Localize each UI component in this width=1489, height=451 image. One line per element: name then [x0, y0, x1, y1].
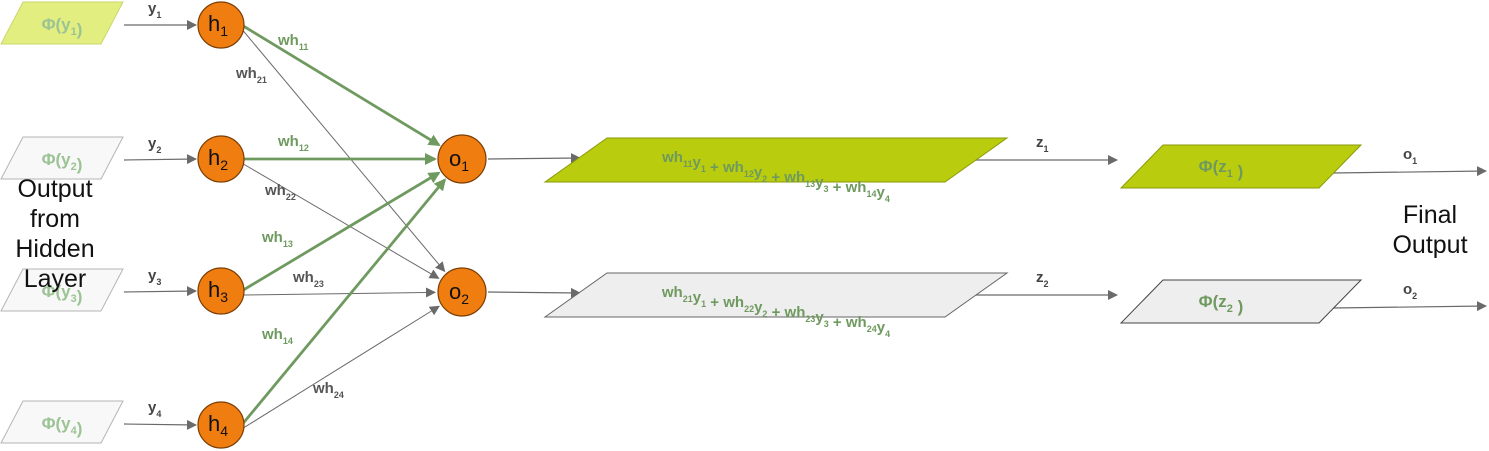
final-output-arrow — [1332, 301, 1487, 312]
hidden-node-label: h1 — [208, 11, 228, 39]
weight-edge — [241, 162, 440, 279]
edges-layer — [123, 20, 1487, 430]
input-phi-label: Φ(y2) — [42, 150, 83, 174]
input-arrow-label: y4 — [148, 399, 161, 419]
weight-label: wh23 — [292, 269, 324, 289]
hidden-layer-label-line: Layer — [23, 265, 87, 293]
hidden-node-label: h4 — [208, 411, 228, 439]
hidden-layer-label-line: Hidden — [15, 235, 95, 263]
hidden-node — [197, 1, 245, 49]
input-arrow — [123, 154, 197, 165]
final-output-label: Final Output — [1372, 200, 1488, 260]
weight-edge-emphasis — [240, 171, 441, 293]
labels-layer: Φ(y1) Φ(y2) Φ(y3) Φ(y4) y1 y2 y3 y4 wh11 wh21 wh12… — [42, 0, 1418, 439]
input-phi-label: Φ(y3) — [42, 282, 83, 306]
weighted-sum-formula: wh11y1 + wh12y2 + wh13y3 + wh14y4 — [661, 149, 890, 204]
final-output-arrow-label: o2 — [1403, 281, 1417, 301]
hidden-node — [197, 401, 245, 449]
weighted-sum-parallelogram — [543, 272, 1009, 318]
weight-label: wh13 — [261, 229, 293, 249]
weighted-sum-formula: wh21y1 + wh22y2 + wh23y3 + wh24y4 — [661, 284, 890, 339]
final-output-label-line: Final — [1402, 201, 1458, 229]
hidden-node-label: h3 — [208, 277, 228, 305]
input-parallelogram — [0, 400, 124, 444]
input-arrow-label: y2 — [148, 135, 161, 155]
hidden-layer-output-label: Output from Hidden Layer — [0, 174, 110, 294]
hidden-layer-label-line: from — [30, 205, 80, 233]
input-phi-label: Φ(y1) — [42, 15, 83, 39]
z-label: z2 — [1036, 269, 1049, 289]
activation-label: Φ(z2 ) — [1199, 292, 1244, 316]
weight-label: wh22 — [264, 182, 296, 202]
activation-parallelogram — [1119, 279, 1363, 324]
node-to-sum-arrow — [487, 153, 581, 164]
input-arrow-label: y1 — [148, 0, 161, 20]
output-node-label: o1 — [449, 146, 469, 174]
z-label: z1 — [1036, 134, 1049, 154]
weight-edge — [241, 28, 446, 273]
weight-edge — [241, 305, 440, 430]
input-parallelogram — [0, 136, 124, 180]
input-parallelogram — [0, 1, 124, 45]
hidden-node — [197, 267, 245, 315]
hidden-layer-label-line: Output — [17, 175, 93, 203]
final-output-arrow — [1332, 166, 1487, 177]
weight-label: wh14 — [261, 326, 293, 346]
weight-label: wh24 — [312, 380, 344, 400]
weight-edge-emphasis — [240, 23, 441, 147]
weight-label: wh12 — [277, 133, 309, 153]
input-arrow-label: y3 — [148, 267, 161, 287]
shapes-layer — [0, 1, 1363, 449]
weight-edge-emphasis — [240, 178, 447, 426]
hidden-node — [197, 135, 245, 183]
final-output-label-line: Output — [1392, 231, 1468, 259]
output-node — [437, 267, 487, 317]
hidden-node-label: h2 — [208, 145, 228, 173]
input-parallelogram — [0, 268, 124, 312]
final-output-arrow-label: o1 — [1403, 146, 1417, 166]
input-arrow — [123, 286, 197, 297]
activation-parallelogram — [1119, 144, 1363, 189]
weight-edge — [241, 287, 437, 298]
weighted-sum-parallelogram — [543, 137, 1009, 183]
node-to-sum-arrow — [487, 287, 581, 298]
output-node — [437, 134, 487, 184]
output-node-label: o2 — [449, 279, 469, 307]
input-arrow — [123, 419, 197, 430]
input-phi-label: Φ(y4) — [42, 414, 83, 438]
activation-label: Φ(z1 ) — [1199, 157, 1244, 181]
weight-label: wh11 — [277, 32, 308, 52]
weight-label: wh21 — [235, 65, 267, 85]
